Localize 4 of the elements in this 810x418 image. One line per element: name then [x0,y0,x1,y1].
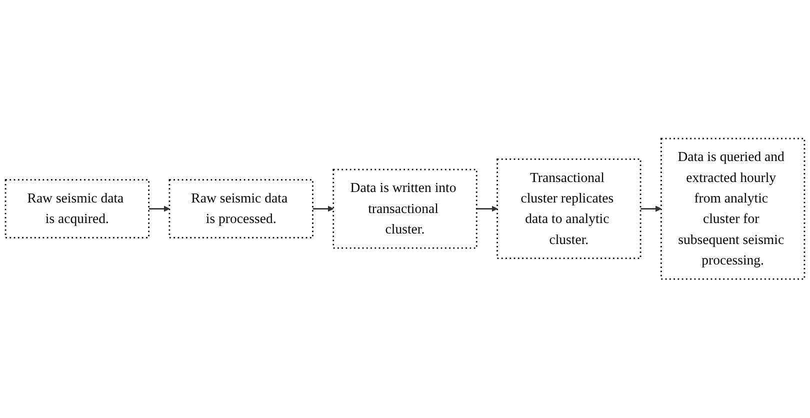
arrow [476,206,498,212]
arrow [640,206,662,212]
arrow [312,206,334,212]
arrow [148,206,170,212]
